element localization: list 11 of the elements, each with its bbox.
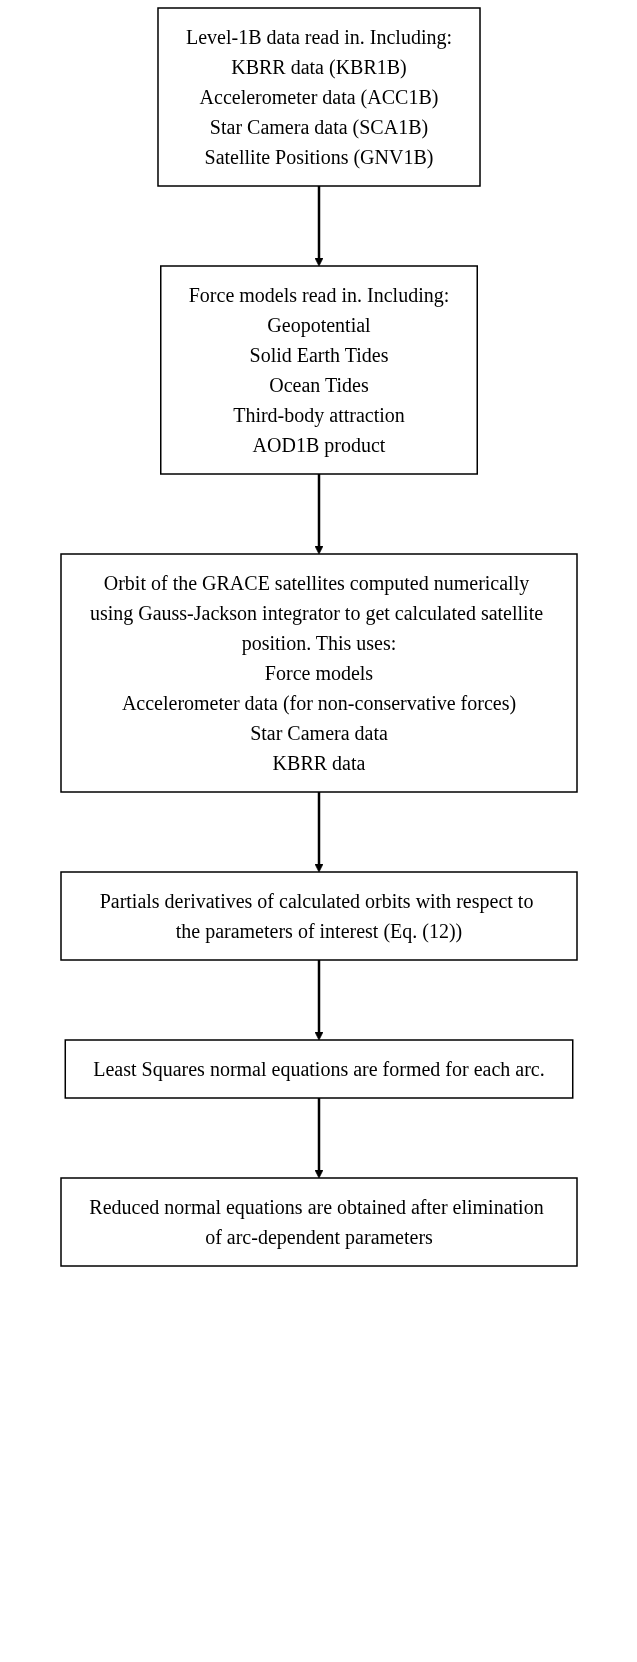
arrow	[314, 960, 323, 1041]
arrow	[314, 1098, 323, 1179]
arrow	[314, 474, 323, 555]
arrow	[314, 186, 323, 267]
node-box: Force models read in. Including: Geopotential Solid Earth Tides Ocean Tides Third-body attraction AOD1B product	[159, 265, 478, 475]
node-box: Partials derivatives of calculated orbits with respect to the parameters of interest (Eq. (12))	[59, 871, 578, 961]
node-box: Orbit of the GRACE satellites computed numerically using Gauss-Jackson integrator to get calculated satellite position. This uses: Force models Accelerometer data (for non-conservative forces) Star Camera data KBRR data	[59, 553, 578, 793]
node-box: Reduced normal equations are obtained after elimination of arc-dependent parameters	[59, 1177, 578, 1267]
arrow	[314, 792, 323, 873]
node-box: Least Squares normal equations are formed for each arc.	[64, 1039, 573, 1099]
node-box: Level-1B data read in. Including: KBRR data (KBR1B) Accelerometer data (ACC1B) Star Camera data (SCA1B) Satellite Positions (GNV1B)	[156, 7, 481, 187]
